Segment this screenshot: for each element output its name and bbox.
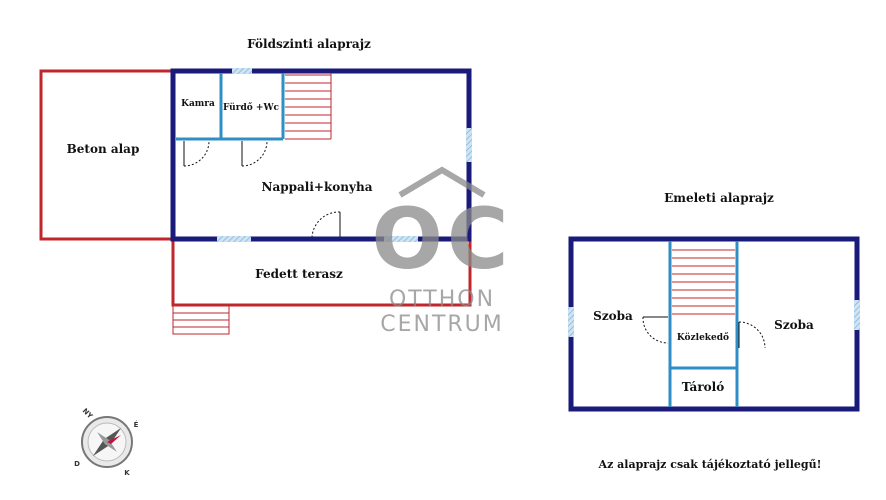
door-kamra <box>183 140 210 167</box>
room-label-nappali: Nappali+konyha <box>262 180 373 194</box>
door-furdo <box>241 140 268 167</box>
upper-floor-staircase <box>672 249 735 315</box>
otthon-centrum-watermark: OC OTTHON CENTRUM <box>371 166 512 337</box>
room-label-szoba-left: Szoba <box>593 309 633 323</box>
room-label-szoba-right: Szoba <box>774 318 814 332</box>
room-label-furdo: Fürdő +Wc <box>223 102 280 113</box>
window-upper-east <box>854 300 860 330</box>
compass-label-e: É <box>134 420 139 429</box>
ground-floor-title: Földszinti alaprajz <box>247 37 371 51</box>
window-south-right <box>384 236 418 242</box>
door-upper-left <box>642 316 669 344</box>
terrace-steps <box>172 305 230 335</box>
window-bathroom <box>232 68 252 74</box>
compass-label-s: D <box>74 460 80 468</box>
beton-alap-area <box>39 69 172 241</box>
watermark-line1: OTTHON <box>389 287 495 312</box>
compass-icon: NY É D K <box>74 407 139 477</box>
watermark-logo: OC <box>371 190 512 288</box>
window-east <box>466 128 472 162</box>
compass-label-w: K <box>124 469 130 477</box>
room-label-kamra: Kamra <box>181 99 215 109</box>
fedett-terasz-area <box>171 240 472 307</box>
ground-floor-inner-walls <box>176 73 285 141</box>
ground-floor-staircase <box>285 73 332 140</box>
window-upper-west <box>568 307 574 337</box>
disclaimer-text: Az alaprajz csak tájékoztató jellegű! <box>598 458 822 471</box>
compass-label-n: NY <box>81 407 95 421</box>
window-south-left <box>217 236 251 242</box>
room-label-beton-alap: Beton alap <box>67 142 140 156</box>
upper-floor-title: Emeleti alaprajz <box>664 191 774 205</box>
watermark-line2: CENTRUM <box>380 312 504 337</box>
room-label-tarolo: Tároló <box>682 380 724 394</box>
room-label-kozlekedo: Közlekedő <box>677 332 729 343</box>
room-label-fedett-terasz: Fedett terasz <box>255 267 343 281</box>
upper-floor-inner-walls <box>668 241 739 407</box>
door-upper-right <box>738 321 766 349</box>
door-entrance <box>311 211 341 238</box>
